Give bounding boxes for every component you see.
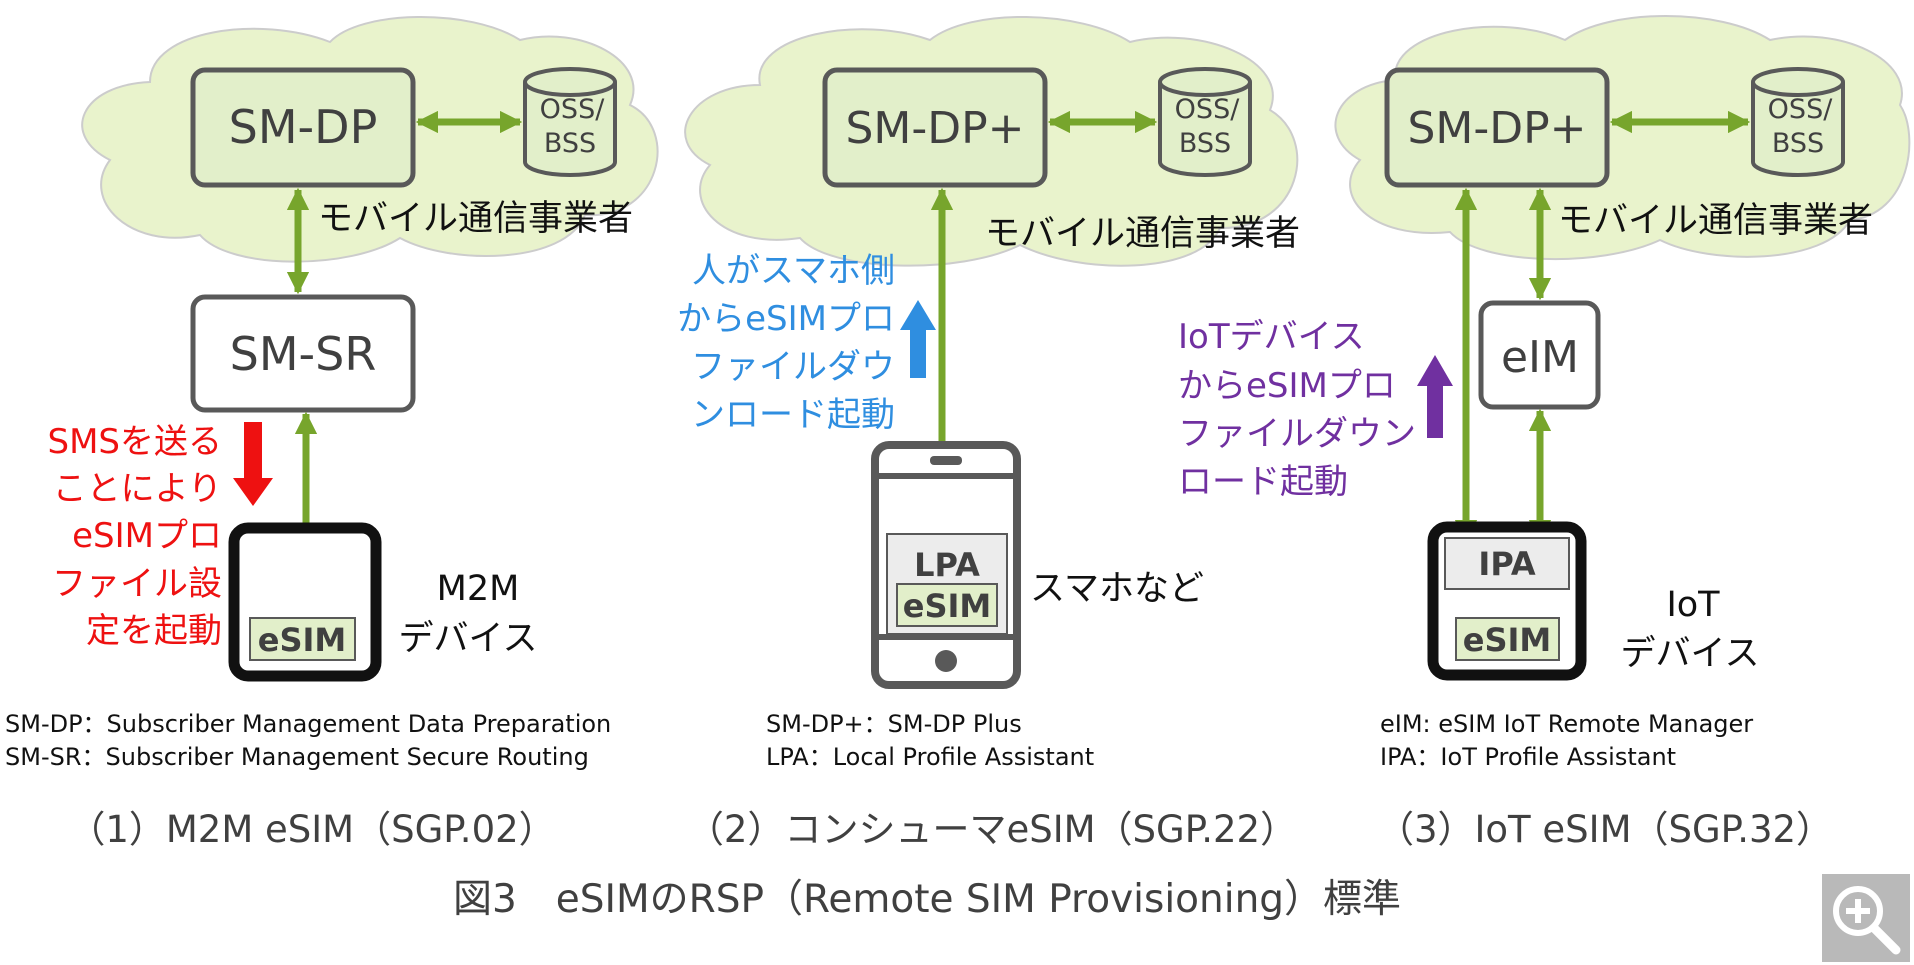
sm-dp-box [190, 67, 416, 188]
note-line: ファイルダウン [1178, 414, 1416, 454]
note-line: ファイルダウ [691, 347, 895, 387]
panel-caption: （3）IoT eSIM（SGP.32） [1377, 808, 1833, 851]
device-label-line2: デバイス [399, 619, 538, 659]
note-line: ファイル設 [52, 564, 222, 604]
esim-chip [896, 583, 998, 627]
note-line: ロード起動 [1178, 462, 1348, 502]
legend-line: eIM: eSIM IoT Remote Manager [1380, 710, 1753, 738]
legend-line: SM-DP+：SM-DP Plus [766, 710, 1022, 738]
db-label-line2: BSS [1772, 128, 1824, 159]
operator-label: モバイル通信事業者 [318, 199, 633, 239]
db-label-line2: BSS [544, 128, 596, 159]
oss-bss-db: OSS/ BSS [1158, 67, 1252, 177]
oss-bss-db: OSS/ BSS [523, 67, 617, 177]
eim-box [1478, 300, 1601, 410]
esim-chip [1455, 617, 1560, 661]
note-line: SMSを送る [48, 422, 223, 462]
esim-chip-label: eSIM [903, 587, 992, 625]
ipa-box [1444, 537, 1570, 590]
db-label-line2: BSS [1179, 128, 1231, 159]
sm-dp-plus-box [1384, 67, 1610, 188]
oss-bss-db: OSS/ BSS [1751, 67, 1845, 177]
note-line: ンロード起動 [691, 395, 895, 435]
legend-line: SM-DP：Subscriber Management Data Prepara… [5, 710, 611, 738]
zoom-in-icon [1833, 886, 1901, 955]
lpa-label: LPA [914, 546, 980, 584]
device-label-line2: デバイス [1621, 634, 1760, 674]
panel-caption: （1）M2M eSIM（SGP.02） [68, 808, 555, 851]
arrow-down-red [233, 422, 273, 506]
zoom-in-button[interactable] [1822, 874, 1910, 962]
esim-chip [249, 617, 356, 661]
note-line: ことにより [53, 469, 222, 509]
device-label-line1: M2M [437, 569, 520, 609]
note-line: からeSIMプロ [1178, 366, 1396, 406]
sm-sr-label: SM-SR [230, 327, 377, 381]
note-blue: 人がスマホ側 からeSIMプロ ファイルダウ ンロード起動 [677, 251, 895, 435]
sm-dp-plus-box [822, 67, 1048, 188]
esim-chip-label: eSIM [1463, 621, 1552, 659]
ipa-label: IPA [1478, 545, 1535, 583]
panel-consumer: SM-DP+ OSS/ BSS モバイル通信事業者 人がスマホ側 からeSIMプ… [677, 16, 1300, 851]
panel-m2m: SM-DP OSS/ BSS モバイル通信事業者 SM-SR SMSを送る こと… [5, 16, 659, 851]
sm-dp-label: SM-DP [229, 100, 378, 154]
note-red: SMSを送る ことにより eSIMプロ ファイル設 定を起動 [48, 422, 223, 651]
sm-sr-box [190, 294, 416, 413]
esim-chip-label: eSIM [258, 621, 347, 659]
db-label-line1: OSS/ [540, 94, 606, 125]
operator-label: モバイル通信事業者 [1558, 201, 1873, 241]
note-line: IoTデバイス [1178, 317, 1365, 357]
operator-label: モバイル通信事業者 [985, 214, 1300, 254]
note-line: 人がスマホ側 [692, 251, 895, 291]
legend-line: SM-SR：Subscriber Management Secure Routi… [5, 743, 589, 771]
db-label-line1: OSS/ [1768, 94, 1834, 125]
note-line: eSIMプロ [72, 516, 222, 556]
note-line: からeSIMプロ [677, 299, 895, 339]
legend-line: IPA：IoT Profile Assistant [1380, 743, 1676, 771]
sm-dp-plus-label: SM-DP+ [1407, 103, 1586, 154]
note-purple: IoTデバイス からeSIMプロ ファイルダウン ロード起動 [1178, 317, 1416, 502]
legend-line: LPA：Local Profile Assistant [766, 743, 1094, 771]
panel-iot: SM-DP+ OSS/ BSS モバイル通信事業者 eIM IoTデバイス から… [1178, 15, 1911, 851]
note-line: 定を起動 [86, 611, 222, 651]
db-label-line1: OSS/ [1175, 94, 1241, 125]
eim-label: eIM [1501, 332, 1579, 383]
arrow-up-blue [900, 300, 936, 378]
device-label: スマホなど [1030, 569, 1204, 609]
sm-dp-plus-label: SM-DP+ [845, 103, 1024, 154]
device-label-line1: IoT [1666, 585, 1720, 625]
arrow-up-purple [1417, 355, 1453, 438]
panel-caption: （2）コンシューマeSIM（SGP.22） [687, 808, 1297, 851]
figure-title: 図3 eSIMのRSP（Remote SIM Provisioning）標準 [453, 877, 1401, 922]
